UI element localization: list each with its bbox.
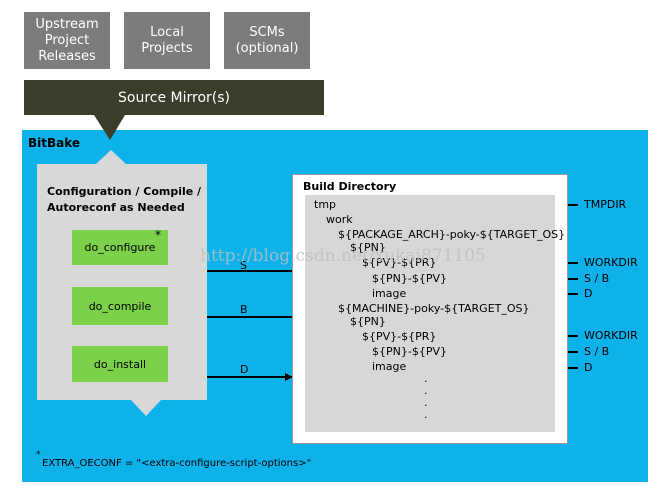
- task-do-install: do_install: [72, 346, 168, 382]
- watermark: http://blog.csdn.net/xukai871105: [200, 246, 486, 266]
- upstream-line-1: Upstream: [35, 16, 99, 32]
- source-mirror-label: Source Mirror(s): [118, 89, 230, 106]
- config-title-line-2: Autoreconf as Needed: [47, 201, 185, 214]
- var-tmpdir: TMPDIR: [584, 198, 627, 211]
- footnote-star: *: [36, 450, 41, 460]
- footnote-text: EXTRA_OECONF = "<extra-configure-script-…: [42, 458, 312, 469]
- tree-pv-pr-1: ${PV}-${PR}: [362, 256, 437, 269]
- tree-pn-2: ${PN}: [350, 315, 386, 328]
- bitbake-title: BitBake: [28, 136, 81, 150]
- var-workdir-1: WORKDIR: [584, 256, 638, 269]
- scms-box: SCMs (optional): [224, 12, 310, 69]
- tree-package-arch: ${PACKAGE_ARCH}-poky-${TARGET_OS}: [338, 228, 566, 241]
- task-do-install-label: do_install: [93, 357, 147, 371]
- tree-image-1: image: [372, 287, 407, 300]
- tree-image-2: image: [372, 360, 407, 373]
- tree-tmp: tmp: [314, 198, 337, 211]
- build-directory-inner: [305, 195, 555, 432]
- tree-work: work: [326, 213, 353, 226]
- bitbake-right-extension: [580, 244, 648, 328]
- scms-line-1: SCMs: [249, 24, 285, 40]
- tree-dot-3: .: [424, 396, 428, 409]
- source-mirror-bar: Source Mirror(s): [24, 80, 324, 115]
- upstream-releases-box: Upstream Project Releases: [24, 12, 110, 69]
- var-workdir-2: WORKDIR: [584, 329, 638, 342]
- task-do-compile: do_compile: [72, 287, 168, 325]
- local-projects-box: Local Projects: [124, 12, 210, 69]
- tree-machine: ${MACHINE}-poky-${TARGET_OS}: [338, 302, 530, 315]
- config-top-pointer: [96, 150, 126, 164]
- config-bottom-pointer: [131, 400, 161, 416]
- label-s: S: [240, 259, 247, 272]
- tree-dot-2: .: [424, 384, 428, 397]
- tree-pn-pv-2: ${PN}-${PV}: [372, 345, 447, 358]
- tree-pn-pv-1: ${PN}-${PV}: [372, 272, 447, 285]
- tree-dot-1: .: [424, 372, 428, 385]
- scms-line-2: (optional): [235, 40, 299, 56]
- upstream-line-2: Project: [44, 32, 90, 48]
- build-directory-title: Build Directory: [303, 180, 397, 193]
- var-sb-1: S / B: [584, 272, 610, 285]
- var-d-2: D: [584, 361, 593, 374]
- mirror-pointer: [94, 115, 125, 140]
- tree-pv-pr-2: ${PV}-${PR}: [362, 330, 437, 343]
- var-d-1: D: [584, 287, 593, 300]
- task-do-compile-label: do_compile: [88, 299, 152, 313]
- local-line-1: Local: [150, 24, 184, 40]
- local-line-2: Projects: [141, 40, 193, 56]
- upstream-line-3: Releases: [38, 48, 96, 64]
- label-d: D: [240, 363, 249, 376]
- var-sb-2: S / B: [584, 345, 610, 358]
- config-title-line-1: Configuration / Compile /: [47, 185, 202, 198]
- configure-star: *: [155, 228, 161, 242]
- tree-pn-1: ${PN}: [350, 241, 386, 254]
- tree-dot-4: .: [424, 408, 428, 421]
- label-b: B: [240, 303, 248, 316]
- task-do-configure-label: do_configure: [84, 241, 156, 254]
- task-do-configure: do_configure: [72, 230, 168, 265]
